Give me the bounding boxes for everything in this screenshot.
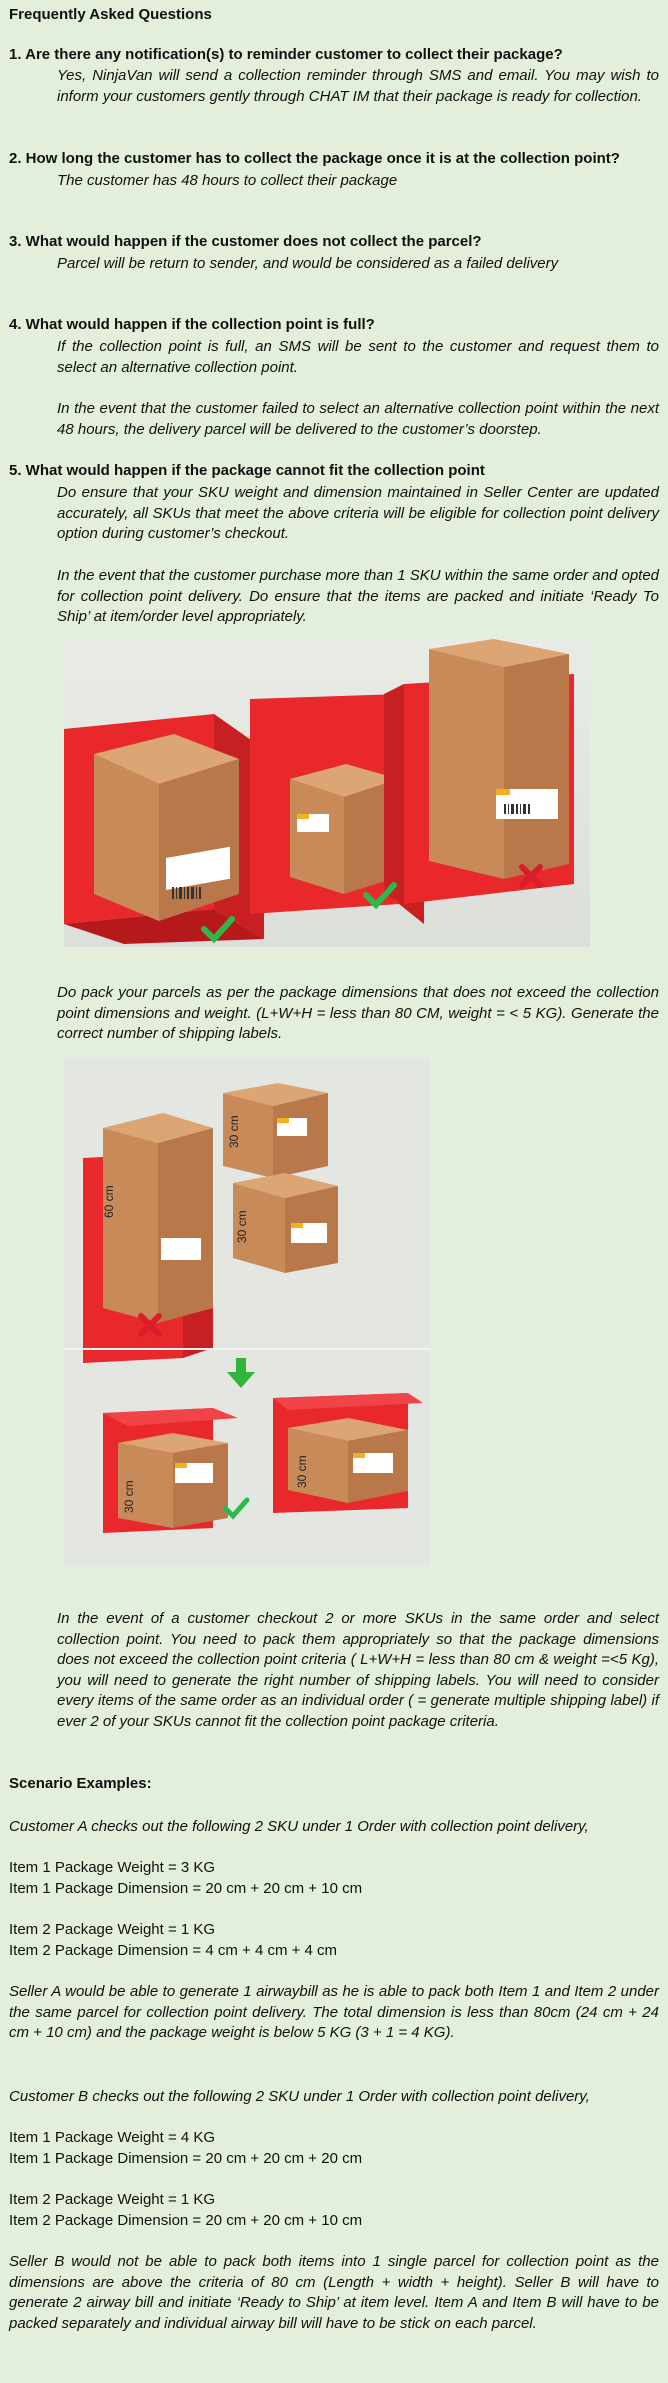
customer-a-intro: Customer A checks out the following 2 SK…: [9, 1818, 589, 1835]
faq-answer-1: Yes, NinjaVan will send a collection rem…: [57, 67, 659, 105]
repacking-illustration: 60 cm 30 cm 30 cm: [63, 1058, 430, 1566]
faq-answer-2: The customer has 48 hours to collect the…: [57, 172, 398, 189]
cross-icon: [519, 864, 543, 888]
top-box-dimension-label: 30 cm: [227, 1115, 241, 1148]
bottom-right-locker: 30 cm: [273, 1393, 423, 1513]
customer-a-item2-weight: Item 2 Package Weight = 1 KG: [9, 1921, 216, 1938]
locker-fit-illustration: [64, 639, 590, 947]
mid-box-dimension-label: 30 cm: [235, 1210, 249, 1243]
faq-answer-5c: Do pack your parcels as per the package …: [57, 984, 659, 1042]
customer-b-item2-weight: Item 2 Package Weight = 1 KG: [9, 2191, 216, 2208]
customer-a-item1-weight: Item 1 Package Weight = 3 KG: [9, 1859, 216, 1876]
faq-answer-5b: In the event that the customer purchase …: [57, 567, 660, 625]
faq-answer-4a: If the collection point is full, an SMS …: [57, 338, 659, 376]
box-1: [94, 734, 239, 921]
seller-a-explanation: Seller A would be able to generate 1 air…: [9, 1983, 659, 2041]
faq-question-1: 1. Are there any notification(s) to remi…: [9, 46, 563, 63]
bottom-left-locker: 30 cm: [103, 1408, 238, 1533]
customer-b-item1-weight: Item 1 Package Weight = 4 KG: [9, 2129, 216, 2146]
faq-question-3: 3. What would happen if the customer doe…: [9, 233, 482, 250]
faq-answer-4b: In the event that the customer failed to…: [57, 400, 659, 438]
faq-question-2: 2. How long the customer has to collect …: [9, 150, 620, 167]
customer-b-item2-dimension: Item 2 Package Dimension = 20 cm + 20 cm…: [9, 2212, 363, 2229]
customer-b-item1-dimension: Item 1 Package Dimension = 20 cm + 20 cm…: [9, 2150, 363, 2167]
page-title: Frequently Asked Questions: [9, 6, 212, 23]
stacked-boxes: 30 cm 30 cm: [223, 1083, 338, 1273]
box-3: [429, 639, 569, 879]
cross-icon: [138, 1313, 162, 1337]
faq-question-5: 5. What would happen if the package cann…: [9, 462, 485, 479]
bottom-left-box-dimension-label: 30 cm: [122, 1480, 136, 1513]
faq-answer-3: Parcel will be return to sender, and wou…: [57, 255, 559, 272]
tall-box-locker: 60 cm: [83, 1113, 213, 1363]
scenario-heading: Scenario Examples:: [9, 1775, 152, 1792]
check-icon: [201, 916, 235, 944]
arrow-down-icon: [227, 1358, 255, 1388]
faq-question-4: 4. What would happen if the collection p…: [9, 316, 375, 333]
bottom-right-box-dimension-label: 30 cm: [295, 1455, 309, 1488]
seller-b-explanation: Seller B would not be able to pack both …: [9, 2253, 659, 2332]
check-icon: [222, 1497, 250, 1520]
faq-answer-5a: Do ensure that your SKU weight and dimen…: [57, 484, 659, 542]
check-icon: [363, 882, 397, 910]
box-2: [290, 764, 399, 894]
customer-a-item2-dimension: Item 2 Package Dimension = 4 cm + 4 cm +…: [9, 1942, 338, 1959]
customer-b-intro: Customer B checks out the following 2 SK…: [9, 2088, 590, 2105]
customer-a-item1-dimension: Item 1 Package Dimension = 20 cm + 20 cm…: [9, 1880, 363, 1897]
tall-box-dimension-label: 60 cm: [102, 1185, 116, 1218]
faq-answer-5d: In the event of a customer checkout 2 or…: [57, 1610, 659, 1730]
